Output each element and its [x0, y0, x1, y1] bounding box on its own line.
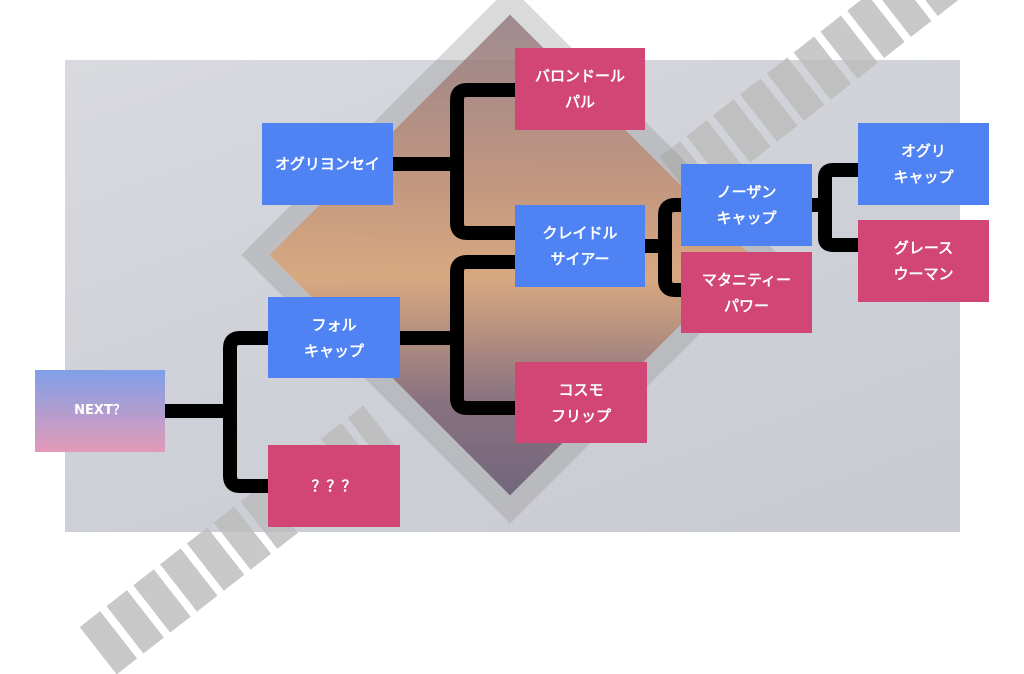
sire-sire-dam-box: バロンドール パル [515, 48, 645, 130]
cradle-dam-box: マタニティー パワー [681, 252, 812, 333]
sire-sire-box: オグリヨンセイ [262, 123, 393, 205]
connector-northern-parents [818, 163, 858, 252]
sire-box: フォル キャップ [268, 297, 400, 378]
cradle-sire-box: ノーザン キャップ [681, 164, 812, 246]
northern-sire-box: オグリ キャップ [858, 123, 989, 205]
pedigree-connectors [165, 83, 858, 493]
next-foal-box: NEXT？ [35, 370, 165, 452]
dam-box: ？？？ [268, 445, 400, 527]
connector-sire-sire-parents [450, 83, 515, 240]
connector-sire-parents [450, 255, 515, 415]
connector-cradle-parents [658, 198, 682, 297]
sire-dam-box: クレイドル サイアー [515, 205, 645, 287]
connector-parents [223, 331, 268, 493]
northern-dam-box: グレース ウーマン [858, 220, 989, 302]
sire-dam-sire-box: コスモ フリップ [515, 362, 647, 443]
